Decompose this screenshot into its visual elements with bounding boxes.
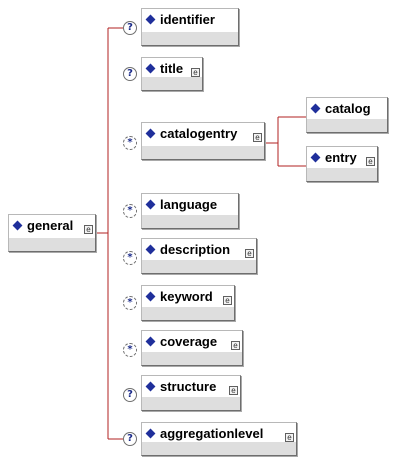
expand-reference-icon[interactable]: e	[231, 341, 240, 350]
node-keyword[interactable]: keyword e	[141, 285, 235, 321]
occurrence-badge-coverage: *	[123, 343, 137, 357]
expand-reference-icon[interactable]: e	[245, 249, 254, 258]
element-diamond-icon	[145, 14, 156, 25]
node-label: catalog	[325, 101, 371, 116]
node-band	[307, 119, 387, 132]
occurrence-badge-catalogentry: *	[123, 136, 137, 150]
expand-reference-icon[interactable]: e	[84, 225, 93, 234]
node-label: aggregationlevel	[160, 426, 264, 441]
occurrence-badge-description: *	[123, 251, 137, 265]
node-label: identifier	[160, 12, 215, 27]
node-band	[307, 168, 377, 181]
occurrence-badge-language: *	[123, 204, 137, 218]
node-language[interactable]: language	[141, 193, 239, 229]
node-label: coverage	[160, 334, 218, 349]
node-general[interactable]: general e	[8, 214, 96, 252]
node-band	[142, 260, 256, 273]
element-diamond-icon	[145, 199, 156, 210]
occurrence-badge-structure: ?	[123, 388, 137, 402]
element-diamond-icon	[145, 336, 156, 347]
element-diamond-icon	[145, 128, 156, 139]
node-band	[142, 352, 242, 365]
node-description[interactable]: description e	[141, 238, 257, 274]
element-diamond-icon	[145, 63, 156, 74]
element-diamond-icon	[310, 103, 321, 114]
node-band	[142, 442, 296, 455]
element-diamond-icon	[145, 381, 156, 392]
expand-reference-icon[interactable]: e	[253, 133, 262, 142]
node-label: language	[160, 197, 218, 212]
node-band	[9, 238, 95, 251]
node-band	[142, 307, 234, 320]
node-aggregationlevel[interactable]: aggregationlevel e	[141, 422, 297, 456]
node-band	[142, 215, 238, 228]
occurrence-badge-aggregationlevel: ?	[123, 432, 137, 446]
occurrence-badge-keyword: *	[123, 296, 137, 310]
node-label: keyword	[160, 289, 213, 304]
expand-reference-icon[interactable]: e	[229, 386, 238, 395]
node-band	[142, 397, 240, 410]
element-diamond-icon	[145, 244, 156, 255]
node-catalogentry[interactable]: catalogentry e	[141, 122, 265, 160]
element-diamond-icon	[145, 291, 156, 302]
node-band	[142, 32, 238, 45]
node-catalog[interactable]: catalog	[306, 97, 388, 133]
node-identifier[interactable]: identifier	[141, 8, 239, 46]
expand-reference-icon[interactable]: e	[285, 433, 294, 442]
node-title[interactable]: title e	[141, 57, 203, 91]
node-label: catalogentry	[160, 126, 238, 141]
node-label: structure	[160, 379, 217, 394]
element-diamond-icon	[145, 428, 156, 439]
occurrence-badge-identifier: ?	[123, 21, 137, 35]
node-structure[interactable]: structure e	[141, 375, 241, 411]
element-diamond-icon	[310, 152, 321, 163]
node-band	[142, 77, 202, 90]
node-coverage[interactable]: coverage e	[141, 330, 243, 366]
node-label: description	[160, 242, 231, 257]
node-entry[interactable]: entry e	[306, 146, 378, 182]
expand-reference-icon[interactable]: e	[223, 296, 232, 305]
node-band	[142, 146, 264, 159]
node-label: general	[27, 218, 74, 233]
element-diamond-icon	[12, 220, 23, 231]
expand-reference-icon[interactable]: e	[366, 157, 375, 166]
occurrence-badge-title: ?	[123, 67, 137, 81]
expand-reference-icon[interactable]: e	[191, 68, 200, 77]
node-label: entry	[325, 150, 357, 165]
node-label: title	[160, 61, 184, 76]
